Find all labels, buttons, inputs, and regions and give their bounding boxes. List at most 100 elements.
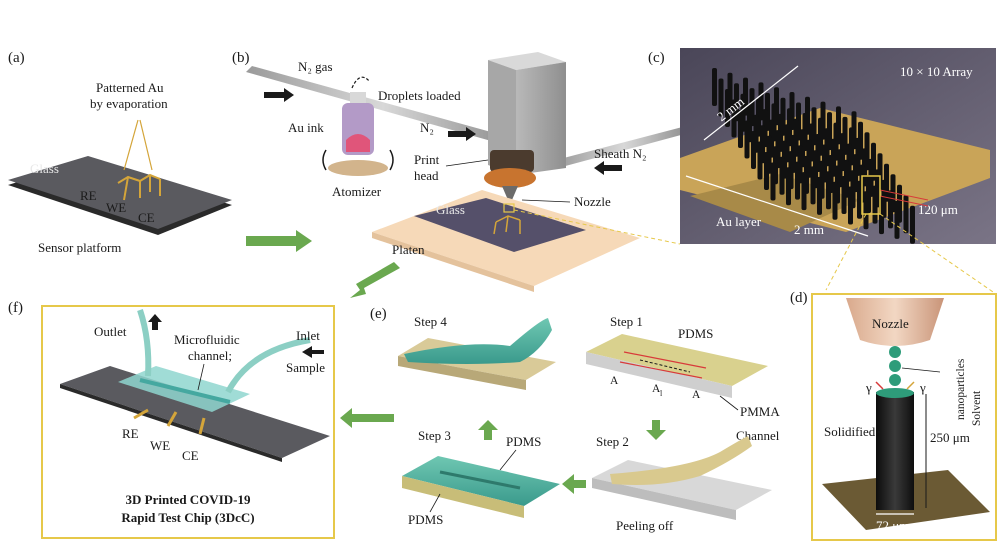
print-head-ring	[484, 168, 536, 188]
pillar	[841, 176, 847, 214]
pdms-bottom-leader	[429, 493, 441, 513]
nozzle-label-b: Nozzle	[574, 194, 611, 209]
panel-c: (c) 2 mm 2 mm 10 × 10 Array Au layer 120…	[648, 48, 997, 295]
printer-body-top	[488, 52, 566, 70]
pillar	[779, 156, 785, 195]
print-head	[490, 150, 534, 172]
platen-label: Platen	[392, 242, 425, 257]
droplet-flow-arrow	[448, 127, 476, 141]
au-layer-label: Au layer	[716, 214, 762, 229]
width-label: 72 μm	[876, 518, 909, 533]
droplet-2	[889, 360, 901, 372]
step1-pmma	[586, 352, 732, 398]
pillar	[731, 99, 737, 138]
gamma-right: γ	[919, 380, 926, 395]
step1-cut-lines	[619, 351, 707, 379]
step2-label: Step 2	[596, 434, 629, 449]
droplets-n2-label: N₂	[420, 120, 434, 135]
head-label: head	[414, 168, 439, 183]
a-right-label: A	[692, 389, 701, 401]
sheath-tube	[556, 125, 692, 168]
pillar	[857, 180, 862, 219]
panel-e-letter: (e)	[370, 306, 387, 322]
array-label: 10 × 10 Array	[900, 64, 973, 79]
outlet-tube	[137, 309, 152, 377]
step1-label: Step 1	[610, 314, 643, 329]
surface-tension-left	[875, 381, 884, 390]
re-label-f: RE	[122, 426, 139, 441]
step2-pmma-edge	[592, 478, 736, 520]
pillar	[863, 191, 869, 230]
pillar	[786, 167, 791, 206]
nozzle-tip	[502, 186, 518, 200]
pillar	[903, 195, 909, 234]
printer-body-left	[488, 60, 516, 175]
gas-tube	[246, 66, 520, 148]
n2-flow-arrow	[264, 88, 294, 102]
panel-d-letter: (d)	[790, 290, 808, 306]
nanoparticles-label: nanoparticles	[955, 358, 967, 420]
print-label: Print	[414, 152, 440, 167]
atomizer-cap	[350, 92, 366, 104]
step1-channel-dash	[639, 359, 691, 373]
atomizer-base	[328, 160, 388, 176]
pitch-line-2	[879, 195, 929, 207]
pillar	[832, 181, 838, 220]
pillar	[826, 171, 831, 210]
flow-arrow-a-to-b	[246, 230, 312, 252]
pillar	[718, 78, 724, 117]
pillar	[738, 110, 743, 148]
flow-arrow-step2-to-3	[562, 474, 586, 494]
pillar	[910, 205, 915, 244]
droplet-1	[889, 346, 901, 358]
solvent-leader	[901, 367, 941, 373]
a-left-label: A	[610, 375, 619, 387]
peeling-off-label: Peeling off	[616, 518, 674, 533]
pillar	[817, 176, 822, 215]
pdms-top-label: PDMS	[506, 434, 541, 449]
panel-f: (f) Outlet Inlet Sample Microfluidic cha…	[8, 300, 335, 539]
chip-caption-line1: 3D Printed COVID-19	[126, 492, 251, 507]
printed-electrodes	[493, 215, 521, 235]
panel-e: (e) Step 4 Step 1 PDMS A A l A PMMA Chan…	[340, 306, 780, 533]
pillar	[810, 166, 816, 205]
zoom-box-c	[861, 175, 881, 215]
inlet-tube	[225, 337, 311, 394]
panel-a-letter: (a)	[8, 50, 25, 66]
we-label: WE	[106, 200, 126, 215]
pitch-line-1	[879, 189, 929, 201]
inlet-label: Inlet	[296, 328, 320, 343]
pattern-callout-lines	[123, 119, 153, 171]
pdms-top-leader	[499, 449, 517, 471]
pillar	[764, 152, 769, 190]
re-label: RE	[80, 188, 97, 203]
step4-label: Step 4	[414, 314, 447, 329]
glass-label-b: Glass	[436, 202, 465, 217]
height-label: 250 μm	[930, 430, 970, 445]
flow-arrow-step3-to-4	[478, 420, 498, 440]
droplet-3	[889, 374, 901, 386]
step4-pdms	[404, 318, 552, 364]
pillar	[757, 141, 763, 180]
printer-body-front	[516, 62, 566, 175]
chip-electrodes	[133, 408, 206, 435]
flow-arrow-b-to-f	[350, 262, 400, 298]
zoom-leader-b-c	[513, 209, 681, 245]
surface-tension-right	[906, 381, 915, 390]
outlet-arrow	[148, 314, 162, 330]
step3-pdms-bottom	[402, 476, 524, 518]
dim-2mm-bottom: 2 mm	[794, 222, 824, 237]
gamma-left: γ	[865, 380, 872, 395]
dim-line-1	[703, 65, 799, 141]
step4-base-edge	[398, 356, 526, 390]
pillar	[872, 185, 878, 224]
sheath-n2-label: Sheath N₂	[594, 146, 647, 161]
gas-curl-arrow	[351, 76, 371, 89]
chip-channel	[139, 378, 231, 404]
chip-caption-line2: Rapid Test Chip (3DcC)	[121, 510, 254, 525]
sheath-flow-arrow	[594, 161, 622, 175]
ce-label: CE	[138, 210, 155, 225]
pillar	[725, 89, 730, 127]
dim-line-2	[685, 175, 869, 237]
